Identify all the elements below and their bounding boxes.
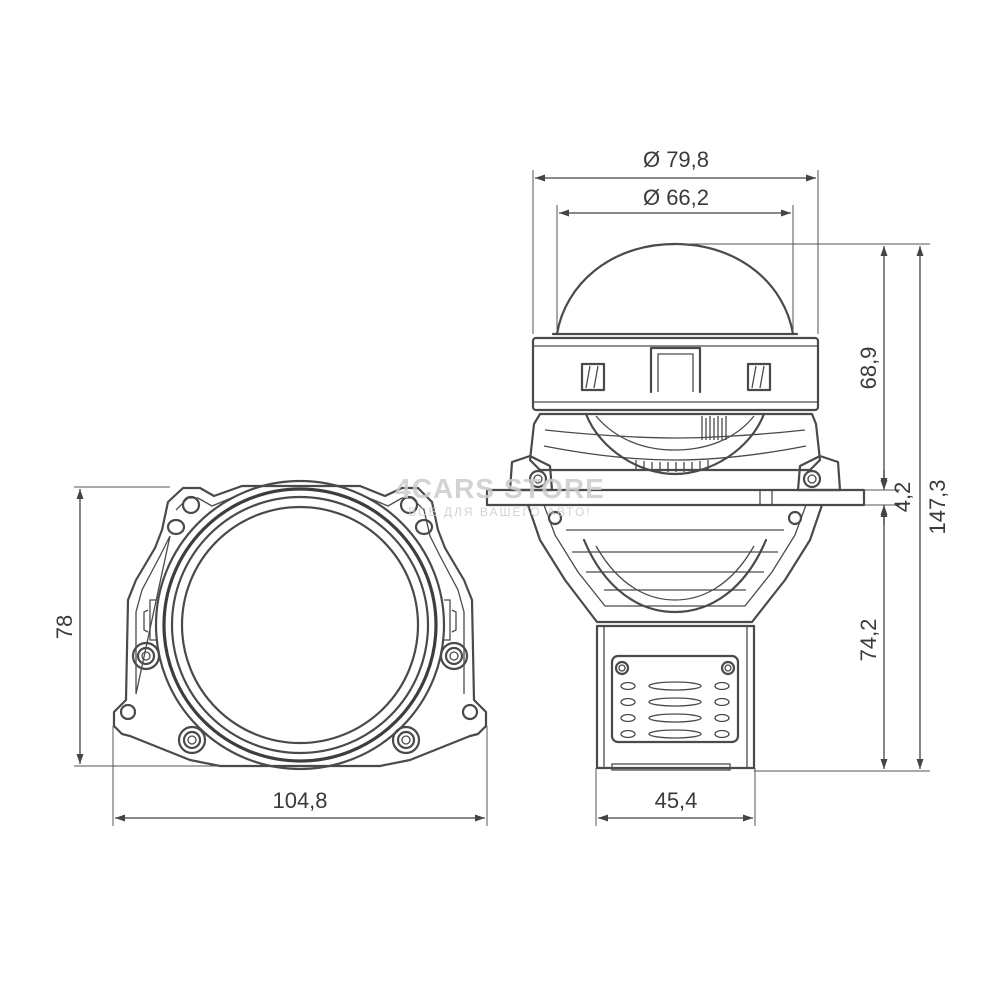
lens-ring-outer: [154, 479, 446, 771]
slot-right: [746, 362, 772, 392]
hole-bottom-left: [119, 703, 137, 721]
bolt-bottom-right: [391, 725, 421, 755]
hole-top-right-2: [414, 518, 434, 536]
dim-diam-79-8-label: Ø 79,8: [643, 147, 709, 172]
left-clip: [149, 599, 156, 641]
bolt-right: [439, 641, 469, 671]
comb: [635, 460, 709, 472]
lens-holder: [531, 336, 820, 412]
front-bracket: [112, 484, 488, 768]
watermark-tagline: ВСЕ ДЛЯ ВАШЕГО АВТО!: [408, 505, 591, 519]
side-tab-left: [508, 454, 554, 492]
left-clip-inner: [143, 609, 149, 633]
hole-bottom-right: [461, 703, 479, 721]
connector-pins: [701, 416, 727, 440]
hole-top-left-2: [166, 518, 186, 536]
center-tab: [649, 346, 702, 394]
heatsink-slots: [620, 681, 730, 739]
dim-68-9-label: 68,9: [856, 347, 881, 390]
shield-upper: [528, 412, 822, 472]
lens-ring-2: [162, 487, 438, 763]
hole-top-left: [181, 495, 201, 515]
dim-147-3-label: 147,3: [925, 479, 950, 534]
bolt-bottom-left: [177, 725, 207, 755]
lens-ring-3: [170, 495, 430, 755]
dim-4-2-label: 4,2: [890, 482, 915, 513]
right-clip: [444, 599, 451, 641]
heatsink-base: [595, 624, 756, 770]
heatsink-plate: [610, 654, 740, 744]
dim-45-4-label: 45,4: [655, 788, 698, 813]
dim-104-8-label: 104,8: [272, 788, 327, 813]
watermark: 4CARS STORE ВСЕ ДЛЯ ВАШЕГО АВТО!: [395, 473, 605, 519]
side-tab-right: [796, 454, 842, 492]
watermark-brand: 4CARS STORE: [395, 473, 605, 504]
dim-diam-66-2-label: Ø 66,2: [643, 185, 709, 210]
side-view: [485, 242, 866, 771]
side-dimensions: Ø 79,8 Ø 66,2 68,9 4,2 74,2 147,3 45,4: [532, 147, 950, 826]
dim-78-label: 78: [52, 615, 77, 639]
front-view: [112, 479, 488, 771]
front-dimensions: 78 104,8: [52, 486, 488, 826]
dim-74-2-label: 74,2: [856, 619, 881, 662]
lower-housing: [526, 503, 824, 624]
bolt-left: [131, 641, 161, 671]
lens-dome: [555, 242, 795, 336]
right-clip-inner: [451, 609, 457, 633]
slot-left: [580, 362, 606, 392]
flange: [485, 488, 866, 507]
lens-glass: [180, 505, 420, 745]
hole-top-right: [399, 495, 419, 515]
